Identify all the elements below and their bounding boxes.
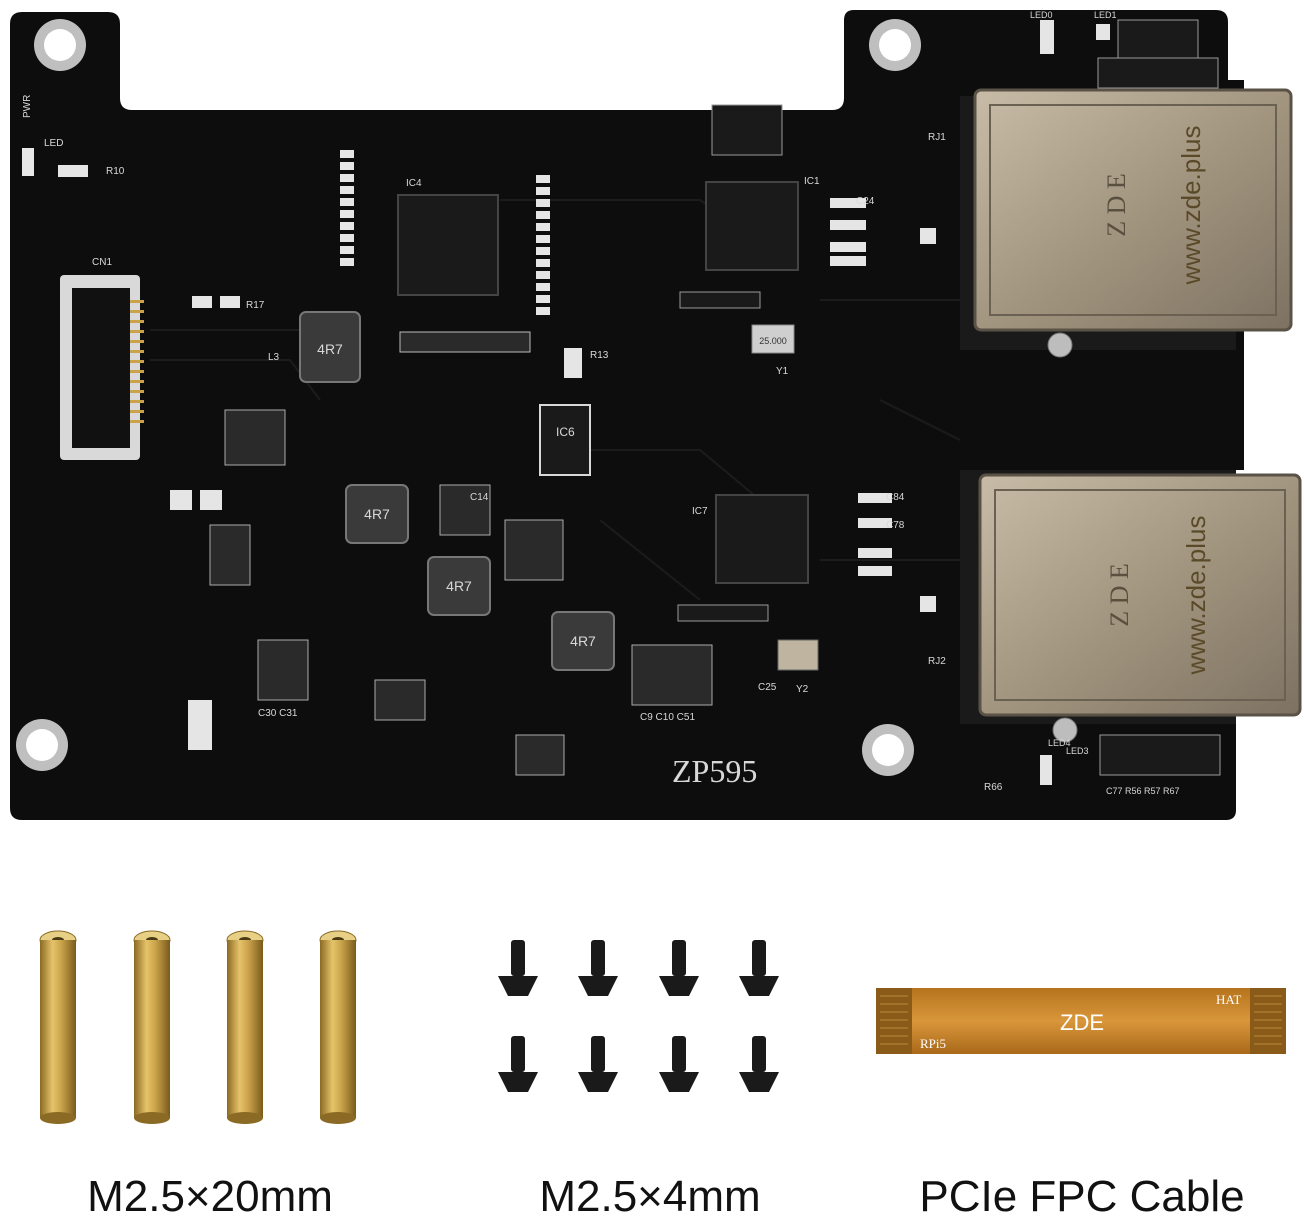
label-c9-c10-c51: C9 C10 C51 xyxy=(640,712,695,723)
caption-screws: M2.5×4mm xyxy=(539,1172,761,1221)
label-rj1: RJ1 xyxy=(928,132,946,143)
rj45-port-2: Z D E www.zde.plus xyxy=(960,470,1302,743)
ic-chip-ic4 xyxy=(397,194,499,296)
rj45-url-1: www.zde.plus xyxy=(1176,126,1206,286)
inductor-label-3: 4R7 xyxy=(446,578,472,594)
label-rj2: RJ2 xyxy=(928,656,946,667)
label-r66: R66 xyxy=(984,782,1003,793)
product-scene: 4R7 4R7 4R7 4R7 25.000 xyxy=(10,10,1302,1124)
label-led: LED xyxy=(44,138,63,149)
standoff-2 xyxy=(133,930,171,1124)
label-c30-c31: C30 C31 xyxy=(258,708,298,719)
standoff-1 xyxy=(39,930,77,1124)
brass-standoffs xyxy=(39,930,357,1124)
cable-end-right: HAT xyxy=(1216,992,1241,1007)
screw-8 xyxy=(739,1036,779,1092)
fpc-connector xyxy=(60,275,144,460)
screw-5 xyxy=(498,1036,538,1092)
screw-2 xyxy=(578,940,618,996)
label-c25: C25 xyxy=(758,682,777,693)
rj45-url-2: www.zde.plus xyxy=(1181,516,1211,676)
mounting-holes xyxy=(16,19,921,776)
label-led1: LED1 xyxy=(1094,10,1117,20)
label-r10: R10 xyxy=(106,166,125,177)
crystal-y2 xyxy=(777,639,819,671)
caption-standoffs: M2.5×20mm xyxy=(87,1172,333,1221)
inductor-label-1: 4R7 xyxy=(317,341,343,357)
board-model-label: ZP595 xyxy=(672,753,757,789)
label-cn1: CN1 xyxy=(92,257,112,268)
pwr-led xyxy=(22,148,34,176)
label-r17: R17 xyxy=(246,300,265,311)
rj45-brand-1: Z D E xyxy=(1102,173,1131,237)
label-ic4: IC4 xyxy=(406,178,422,189)
label-l3: L3 xyxy=(268,352,280,363)
inductors: 4R7 4R7 4R7 4R7 xyxy=(299,311,615,671)
ic-chip-ic7 xyxy=(715,494,809,584)
screw-7 xyxy=(659,1036,699,1092)
label-c78: C78 xyxy=(886,520,905,531)
cable-end-left: RPi5 xyxy=(920,1036,946,1051)
label-led3: LED3 xyxy=(1066,746,1089,756)
standoff-4 xyxy=(319,930,357,1124)
silkscreen-labels: PWR LED R10 CN1 R17 L3 IC4 IC1 IC6 IC7 R… xyxy=(22,10,1180,796)
crystal-y1: 25.000 xyxy=(751,324,795,354)
caption-cable: PCIe FPC Cable xyxy=(919,1172,1245,1221)
screw-3 xyxy=(659,940,699,996)
label-y2: Y2 xyxy=(796,684,809,695)
label-r13: R13 xyxy=(590,350,609,361)
label-led0: LED0 xyxy=(1030,10,1053,20)
label-c24: C24 xyxy=(856,196,875,207)
standoff-3 xyxy=(226,930,264,1124)
label-c77-r56-r57-r67: C77 R56 R57 R67 xyxy=(1106,786,1180,796)
label-c84: C84 xyxy=(886,492,905,503)
label-y1: Y1 xyxy=(776,366,789,377)
pcie-fpc-cable: ZDE RPi5 HAT xyxy=(876,988,1286,1054)
label-ic1: IC1 xyxy=(804,176,820,187)
screw-1 xyxy=(498,940,538,996)
rj45-port-1: Z D E www.zde.plus xyxy=(960,88,1293,358)
inductor-label-2: 4R7 xyxy=(364,506,390,522)
smd-components xyxy=(58,19,1221,785)
inductor-label-4: 4R7 xyxy=(570,633,596,649)
label-ic7: IC7 xyxy=(692,506,708,517)
label-ic6: IC6 xyxy=(556,425,575,439)
label-pwr: PWR xyxy=(22,95,33,118)
ic-chip-ic6 xyxy=(539,404,591,476)
rj45-brand-2: Z D E xyxy=(1105,563,1134,627)
screw-6 xyxy=(578,1036,618,1092)
crystal-label: 25.000 xyxy=(759,336,787,346)
ic-chip-ic1 xyxy=(705,181,799,271)
label-c14: C14 xyxy=(470,492,489,503)
screw-4 xyxy=(739,940,779,996)
cable-brand: ZDE xyxy=(1060,1010,1104,1035)
label-led4: LED4 xyxy=(1048,738,1071,748)
black-screws xyxy=(498,940,779,1092)
